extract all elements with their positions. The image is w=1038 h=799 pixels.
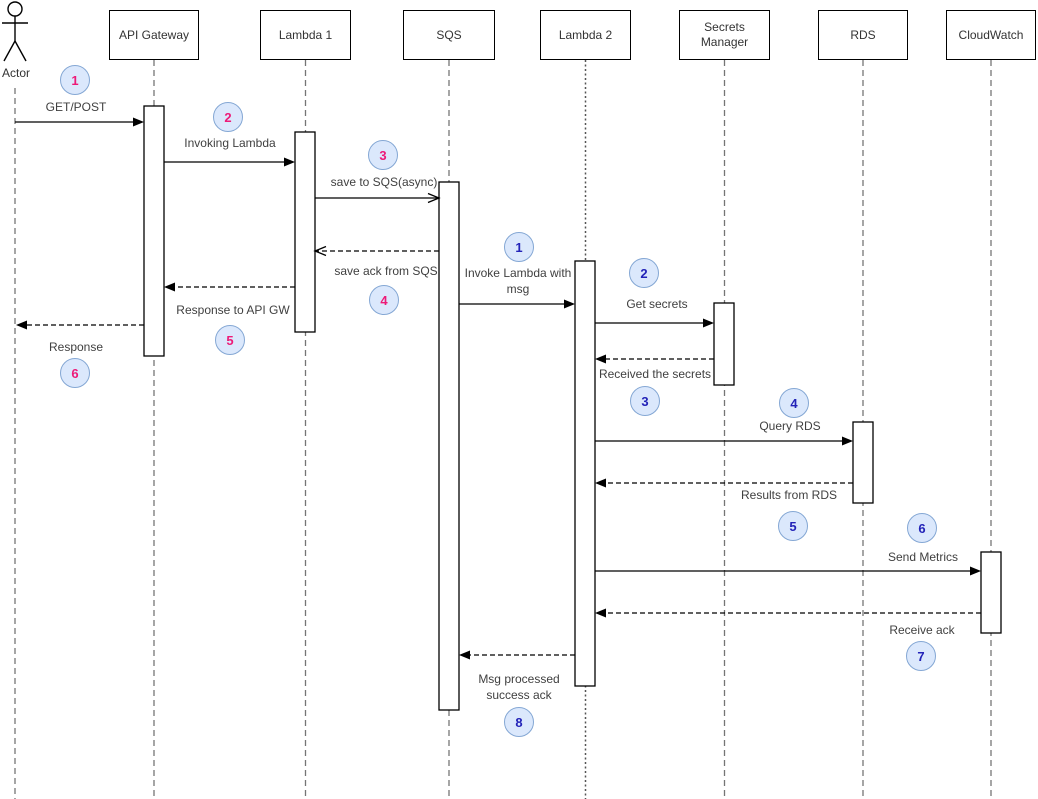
message-label-invoke-lambda-with-msg: Invoke Lambda with msg <box>464 266 572 297</box>
step-badge-flow1-5: 5 <box>215 325 245 355</box>
message-arrow-save-to-sqs-async <box>315 192 441 204</box>
message-arrow-results-from-rds <box>595 478 853 488</box>
step-badge-flow1-6: 6 <box>60 358 90 388</box>
arrowhead-response <box>16 320 27 330</box>
step-badge-flow2-2: 2 <box>629 258 659 288</box>
message-arrow-get-post <box>15 117 144 127</box>
actor-left-leg <box>3 40 16 62</box>
message-arrow-send-metrics <box>595 566 981 576</box>
activation-rds <box>852 421 874 504</box>
message-arrow-get-secrets <box>595 318 714 328</box>
participant-api-gateway: API Gateway <box>109 10 199 60</box>
message-label-query-rds: Query RDS <box>759 419 821 433</box>
step-badge-flow2-3: 3 <box>630 386 660 416</box>
message-label-get-secrets: Get secrets <box>626 297 688 311</box>
message-arrow-invoke-lambda-with-msg <box>459 299 575 309</box>
step-badge-flow2-8: 8 <box>504 707 534 737</box>
step-badge-flow1-3: 3 <box>368 140 398 170</box>
participant-sqs: SQS <box>403 10 495 60</box>
actor-figure <box>2 1 28 62</box>
arrowhead-get-post <box>133 117 144 127</box>
arrowhead-response-to-api-gw <box>164 282 175 292</box>
arrowhead-send-metrics <box>970 566 981 576</box>
arrowhead-get-secrets <box>703 318 714 328</box>
arrowhead-save-ack-from-sqs <box>313 245 327 257</box>
activation-api-gateway <box>143 105 165 357</box>
message-label-invoking-lambda: Invoking Lambda <box>184 136 276 150</box>
message-label-response: Response <box>48 340 104 354</box>
message-label-msg-processed-success-ack: Msg processed success ack <box>478 672 560 703</box>
message-label-results-from-rds: Results from RDS <box>740 488 838 502</box>
arrowhead-results-from-rds <box>595 478 606 488</box>
activation-lambda-2 <box>574 260 596 687</box>
participant-secrets-manager: Secrets Manager <box>679 10 770 60</box>
arrowhead-query-rds <box>842 436 853 446</box>
message-label-save-to-sqs-async: save to SQS(async) <box>330 175 438 189</box>
message-label-received-the-secrets: Received the secrets <box>598 367 712 381</box>
arrowhead-msg-processed-success-ack <box>459 650 470 660</box>
step-badge-flow2-4: 4 <box>779 388 809 418</box>
message-arrow-save-ack-from-sqs <box>313 245 439 257</box>
message-arrow-response <box>16 320 144 330</box>
message-arrow-receive-ack <box>595 608 981 618</box>
step-badge-flow2-5: 5 <box>778 511 808 541</box>
arrowhead-invoke-lambda-with-msg <box>564 299 575 309</box>
step-badge-flow2-1: 1 <box>504 232 534 262</box>
arrowhead-save-to-sqs-async <box>427 192 441 204</box>
step-badge-flow1-4: 4 <box>369 285 399 315</box>
actor-right-leg <box>14 40 27 62</box>
actor-head <box>7 1 23 17</box>
participant-cloudwatch: CloudWatch <box>946 10 1036 60</box>
message-label-receive-ack: Receive ack <box>889 623 955 637</box>
activation-cloudwatch <box>980 551 1002 634</box>
activation-secrets-manager <box>713 302 735 386</box>
step-badge-flow1-2: 2 <box>213 102 243 132</box>
message-label-response-to-api-gw: Response to API GW <box>176 303 290 317</box>
arrowhead-invoking-lambda <box>284 157 295 167</box>
message-arrow-query-rds <box>595 436 853 446</box>
activation-sqs <box>438 181 460 711</box>
arrowhead-receive-ack <box>595 608 606 618</box>
message-arrow-response-to-api-gw <box>164 282 295 292</box>
participant-lambda-2: Lambda 2 <box>540 10 631 60</box>
step-badge-flow1-1: 1 <box>60 65 90 95</box>
message-label-send-metrics: Send Metrics <box>887 550 959 564</box>
arrowhead-received-the-secrets <box>595 354 606 364</box>
message-label-save-ack-from-sqs: save ack from SQS <box>334 264 438 278</box>
message-arrow-msg-processed-success-ack <box>459 650 575 660</box>
message-label-get-post: GET/POST <box>45 100 107 114</box>
actor-name-label: Actor <box>1 66 30 80</box>
participant-lambda-1: Lambda 1 <box>260 10 351 60</box>
activation-lambda-1 <box>294 131 316 333</box>
message-arrow-received-the-secrets <box>595 354 714 364</box>
message-arrow-invoking-lambda <box>164 157 295 167</box>
participant-rds: RDS <box>818 10 908 60</box>
step-badge-flow2-7: 7 <box>906 641 936 671</box>
step-badge-flow2-6: 6 <box>907 513 937 543</box>
